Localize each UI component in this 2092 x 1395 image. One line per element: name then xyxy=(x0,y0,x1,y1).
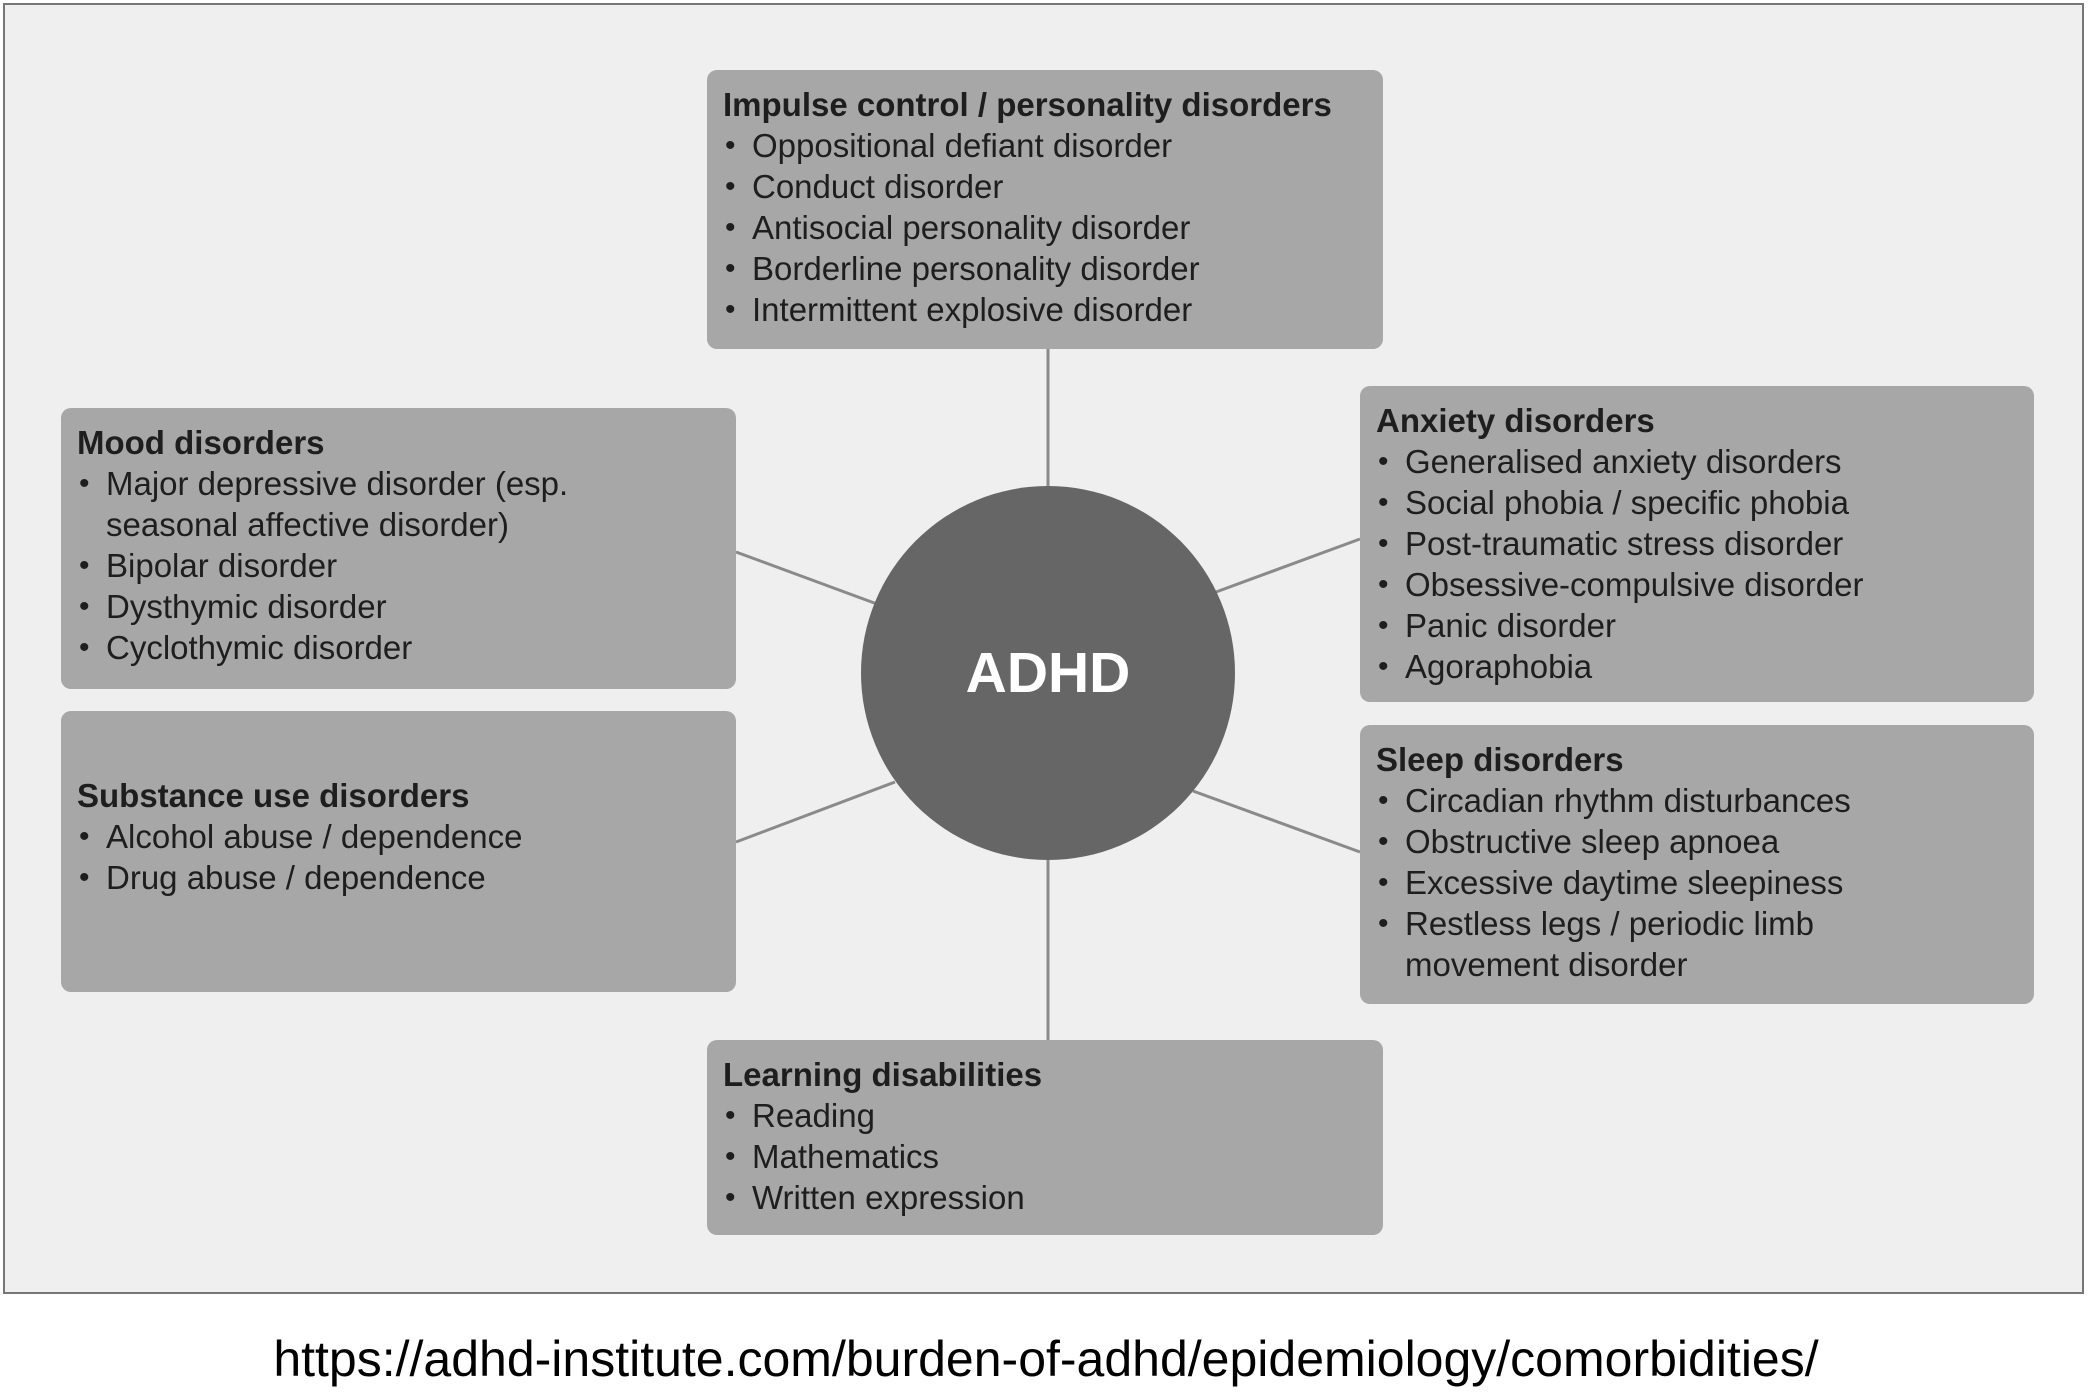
list-item: Major depressive disorder (esp. seasonal… xyxy=(77,463,637,545)
substance-use-box: Substance use disorders Alcohol abuse / … xyxy=(61,711,736,992)
list-item: Dysthymic disorder xyxy=(77,586,637,627)
list-item: Obstructive sleep apnoea xyxy=(1376,821,1876,862)
mood-disorders-box: Mood disorders Major depressive disorder… xyxy=(61,408,736,689)
list-item: Circadian rhythm disturbances xyxy=(1376,780,1876,821)
anxiety-disorders-title: Anxiety disorders xyxy=(1376,402,1655,439)
connector-mood xyxy=(735,550,878,606)
list-item: Excessive daytime sleepiness xyxy=(1376,862,1876,903)
list-item: Conduct disorder xyxy=(723,166,1365,207)
learning-disabilities-title: Learning disabilities xyxy=(723,1056,1043,1093)
impulse-control-title: Impulse control / personality disorders xyxy=(723,86,1332,123)
list-item: Generalised anxiety disorders xyxy=(1376,441,2016,482)
list-item: Alcohol abuse / dependence xyxy=(77,816,718,857)
adhd-hub-label: ADHD xyxy=(965,641,1131,705)
anxiety-disorders-list: Generalised anxiety disorders Social pho… xyxy=(1376,441,2016,687)
list-item: Restless legs / periodic limb movement d… xyxy=(1376,903,1876,985)
sleep-disorders-list: Circadian rhythm disturbances Obstructiv… xyxy=(1376,780,1876,985)
list-item: Obsessive-compulsive disorder xyxy=(1376,564,2016,605)
connector-substance xyxy=(735,780,896,844)
impulse-control-list: Oppositional defiant disorder Conduct di… xyxy=(723,125,1365,330)
list-item: Bipolar disorder xyxy=(77,545,637,586)
learning-disabilities-list: Reading Mathematics Written expression xyxy=(723,1095,1365,1218)
list-item: Oppositional defiant disorder xyxy=(723,125,1365,166)
sleep-disorders-box: Sleep disorders Circadian rhythm disturb… xyxy=(1360,725,2034,1004)
list-item: Panic disorder xyxy=(1376,605,2016,646)
learning-disabilities-box: Learning disabilities Reading Mathematic… xyxy=(707,1040,1383,1235)
list-item: Borderline personality disorder xyxy=(723,248,1365,289)
list-item: Written expression xyxy=(723,1177,1365,1218)
list-item: Post-traumatic stress disorder xyxy=(1376,523,2016,564)
source-url: https://adhd-institute.com/burden-of-adh… xyxy=(273,1331,1819,1387)
list-item: Agoraphobia xyxy=(1376,646,2016,687)
impulse-control-box: Impulse control / personality disorders … xyxy=(707,70,1383,349)
list-item: Drug abuse / dependence xyxy=(77,857,718,898)
list-item: Intermittent explosive disorder xyxy=(723,289,1365,330)
list-item: Cyclothymic disorder xyxy=(77,627,637,668)
list-item: Mathematics xyxy=(723,1136,1365,1177)
substance-use-list: Alcohol abuse / dependence Drug abuse / … xyxy=(77,816,718,898)
anxiety-disorders-box: Anxiety disorders Generalised anxiety di… xyxy=(1360,386,2034,702)
list-item: Reading xyxy=(723,1095,1365,1136)
list-item: Social phobia / specific phobia xyxy=(1376,482,2016,523)
connector-anxiety xyxy=(1215,537,1361,594)
sleep-disorders-title: Sleep disorders xyxy=(1376,741,1624,778)
mood-disorders-title: Mood disorders xyxy=(77,424,325,461)
connector-sleep xyxy=(1192,789,1361,854)
substance-use-title: Substance use disorders xyxy=(77,777,470,814)
mood-disorders-list: Major depressive disorder (esp. seasonal… xyxy=(77,463,637,668)
list-item: Antisocial personality disorder xyxy=(723,207,1365,248)
adhd-hub: ADHD xyxy=(861,486,1235,860)
